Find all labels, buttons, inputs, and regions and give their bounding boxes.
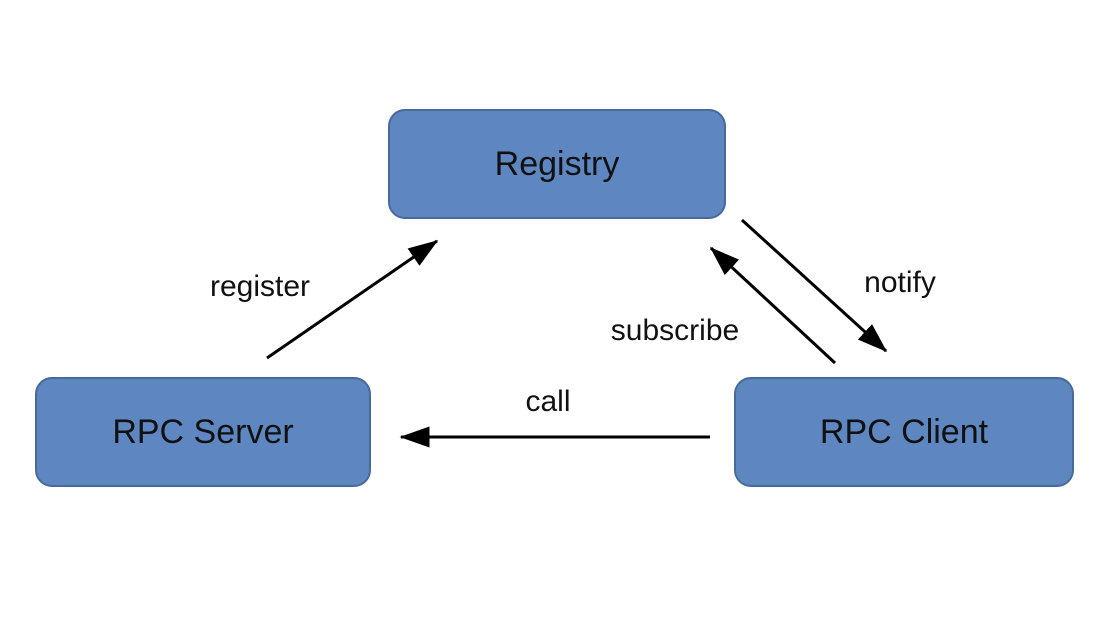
node-rpc-server: RPC Server bbox=[35, 377, 371, 487]
node-rpc-client-label: RPC Client bbox=[819, 412, 989, 451]
node-rpc-client: RPC Client bbox=[734, 377, 1074, 487]
edge-subscribe-arrow bbox=[709, 246, 837, 365]
edge-register-arrow bbox=[266, 239, 439, 360]
edge-notify-arrow bbox=[740, 218, 888, 353]
edge-label-notify: notify bbox=[864, 266, 936, 299]
edge-label-subscribe: subscribe bbox=[610, 314, 740, 347]
edge-label-register: register bbox=[209, 270, 311, 303]
node-rpc-server-label: RPC Server bbox=[112, 412, 294, 451]
node-registry: Registry bbox=[388, 109, 726, 219]
node-registry-label: Registry bbox=[494, 144, 620, 183]
edge-label-call: call bbox=[525, 385, 571, 418]
